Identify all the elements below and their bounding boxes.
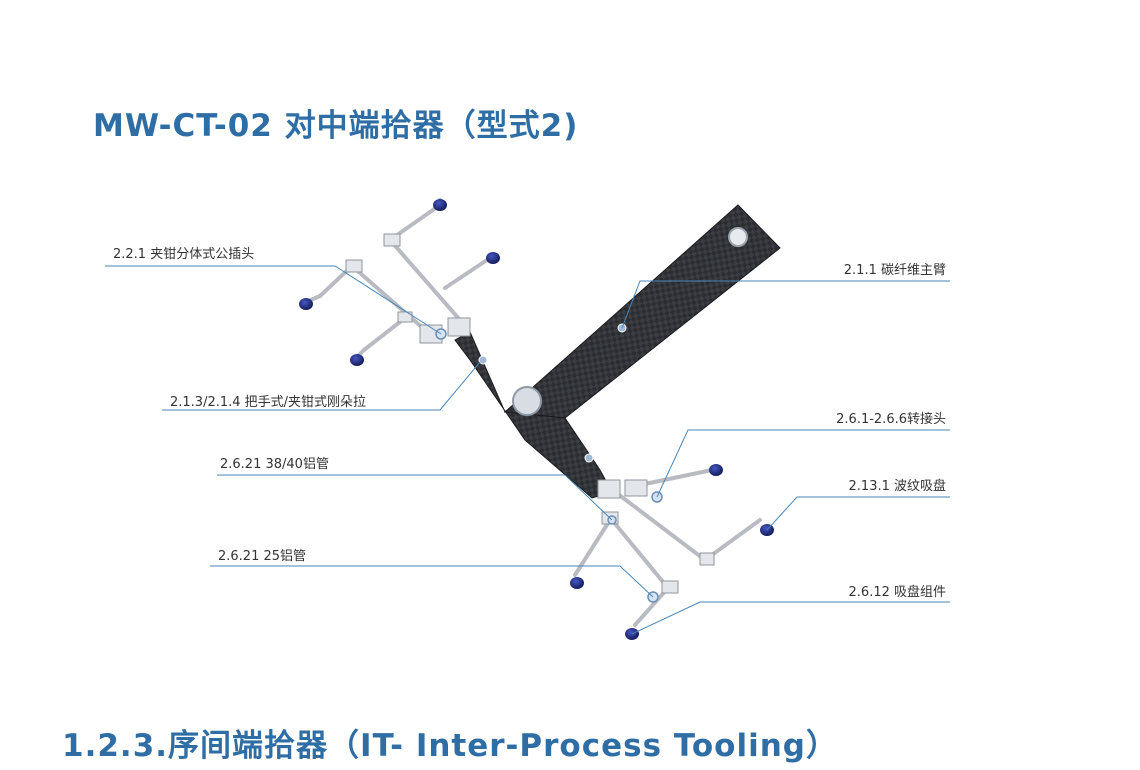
carbon-main-arm: [454, 204, 781, 499]
section-heading: 1.2.3.序间端拾器（IT- Inter-Process Tooling）: [62, 728, 838, 764]
leader-lines: [105, 265, 950, 635]
callout-2-1-3: 2.1.3/2.1.4 把手式/夹钳式刚朵拉: [170, 395, 367, 410]
callout-2-6-12: 2.6.12 吸盘组件: [848, 585, 946, 600]
page-title: MW-CT-02 对中端拾器（型式2): [93, 108, 579, 144]
callout-2-6-21-b: 2.6.21 25铝管: [218, 549, 307, 564]
upper-brackets: [345, 233, 471, 344]
callout-2-1-1: 2.1.1 碳纤维主臂: [843, 263, 946, 278]
callout-2-13-1: 2.13.1 波纹吸盘: [848, 479, 946, 494]
callout-2-6-1: 2.6.1-2.6.6转接头: [836, 412, 946, 427]
callout-2-2-1: 2.2.1 夹钳分体式公插头: [113, 247, 255, 262]
upper-suction-cups: [299, 199, 500, 366]
lower-brackets: [597, 479, 715, 603]
callout-2-6-21-a: 2.6.21 38/40铝管: [220, 457, 329, 472]
